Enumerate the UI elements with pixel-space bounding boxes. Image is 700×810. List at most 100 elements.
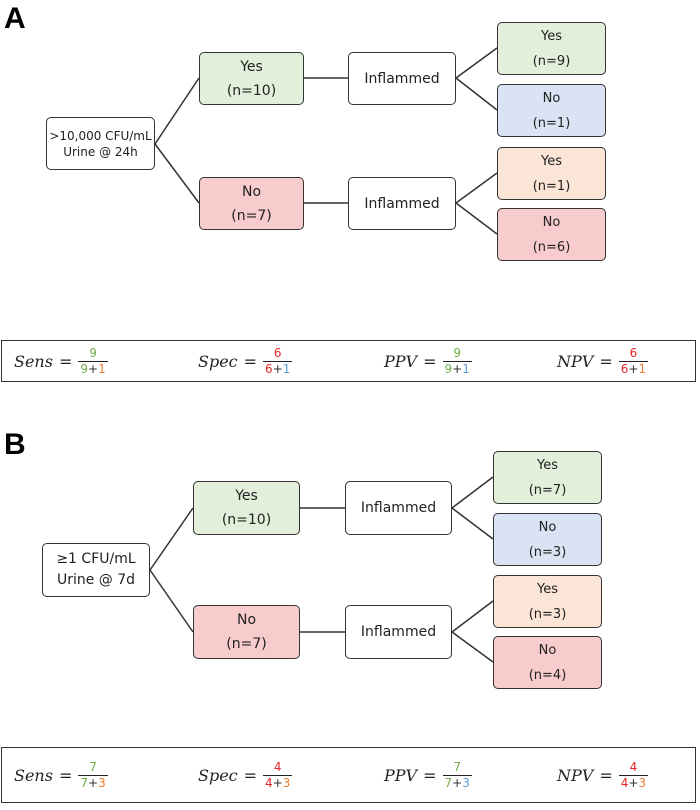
numerator: 4 bbox=[273, 759, 282, 774]
fraction: 7 7+3 bbox=[78, 759, 108, 791]
npv-formula: NPV = 4 4+3 bbox=[557, 748, 649, 802]
equals-sign: = bbox=[243, 765, 258, 785]
inflamed-node-bottom: Inflammed bbox=[348, 177, 456, 230]
root-node: >10,000 CFU/mL Urine @ 24h bbox=[46, 117, 155, 170]
formula-bar-a: Sens = 9 9+1 Spec = 6 6+1 PPV = 9 9+1 NP… bbox=[1, 340, 696, 382]
ppv-formula: PPV = 9 9+1 bbox=[384, 341, 472, 381]
leaf-count: (n=7) bbox=[528, 482, 567, 498]
root-line-2: Urine @ 24h bbox=[63, 144, 138, 159]
yes-node: Yes (n=10) bbox=[193, 481, 300, 535]
formula-label: PPV bbox=[384, 351, 418, 371]
fraction: 9 9+1 bbox=[78, 345, 108, 377]
formula-label: NPV bbox=[557, 765, 594, 785]
leaf-label: Yes bbox=[541, 153, 562, 169]
leaf-false-negative: No (n=1) bbox=[497, 84, 606, 137]
formula-label: Sens bbox=[14, 351, 53, 371]
numerator: 7 bbox=[453, 759, 461, 774]
leaf-count: (n=1) bbox=[532, 115, 571, 131]
inflamed-label: Inflammed bbox=[364, 70, 440, 87]
fraction: 9 9+1 bbox=[442, 345, 472, 377]
leaf-label: No bbox=[542, 214, 561, 230]
numerator: 9 bbox=[89, 345, 97, 360]
root-line-2: Urine @ 7d bbox=[56, 572, 136, 588]
equals-sign: = bbox=[423, 765, 437, 785]
leaf-count: (n=6) bbox=[532, 239, 571, 255]
yes-label: Yes bbox=[240, 58, 263, 75]
formula-label: Spec bbox=[198, 765, 238, 785]
no-node: No (n=7) bbox=[199, 177, 304, 230]
root-line-1: >10,000 CFU/mL bbox=[49, 128, 152, 143]
panel-letter-b: B bbox=[4, 428, 26, 461]
leaf-count: (n=3) bbox=[528, 544, 567, 560]
no-count: (n=7) bbox=[226, 636, 267, 652]
leaf-false-negative: No (n=3) bbox=[493, 513, 602, 566]
fraction: 7 7+3 bbox=[442, 759, 472, 791]
formula-bar-b: Sens = 7 7+3 Spec = 4 4+3 PPV = 7 7+3 NP… bbox=[1, 747, 696, 803]
numerator: 6 bbox=[629, 345, 638, 360]
ppv-formula: PPV = 7 7+3 bbox=[384, 748, 472, 802]
inflamed-label: Inflammed bbox=[364, 195, 440, 212]
denominator: 7+3 bbox=[442, 774, 472, 790]
leaf-label: No bbox=[542, 90, 561, 106]
leaf-label: No bbox=[538, 642, 557, 658]
denominator: 9+1 bbox=[442, 360, 472, 376]
leaf-label: Yes bbox=[541, 28, 562, 44]
inflamed-label: Inflammed bbox=[360, 500, 437, 516]
denominator: 6+1 bbox=[618, 360, 649, 376]
formula-label: Sens bbox=[14, 765, 53, 785]
no-label: No bbox=[241, 183, 262, 200]
inflamed-node-top: Inflammed bbox=[345, 481, 452, 535]
formula-label: Spec bbox=[198, 351, 238, 371]
root-node: ≥1 CFU/mL Urine @ 7d bbox=[42, 543, 150, 597]
formula-label: PPV bbox=[384, 765, 418, 785]
equals-sign: = bbox=[599, 351, 613, 371]
leaf-label: Yes bbox=[537, 457, 558, 473]
equals-sign: = bbox=[243, 351, 258, 371]
equals-sign: = bbox=[423, 351, 437, 371]
spec-formula: Spec = 6 6+1 bbox=[198, 341, 293, 381]
denominator: 4+3 bbox=[618, 774, 649, 790]
spec-formula: Spec = 4 4+3 bbox=[198, 748, 293, 802]
yes-node: Yes (n=10) bbox=[199, 52, 304, 105]
leaf-false-positive: Yes (n=1) bbox=[497, 147, 606, 200]
equals-sign: = bbox=[58, 765, 73, 785]
denominator: 6+1 bbox=[263, 360, 293, 376]
leaf-label: No bbox=[538, 519, 557, 535]
inflamed-node-bottom: Inflammed bbox=[345, 605, 452, 659]
denominator: 7+3 bbox=[78, 774, 108, 790]
fraction: 6 6+1 bbox=[618, 345, 649, 377]
numerator: 7 bbox=[89, 759, 97, 774]
inflamed-label: Inflammed bbox=[360, 624, 437, 640]
leaf-true-negative: No (n=6) bbox=[497, 208, 606, 261]
no-node: No (n=7) bbox=[193, 605, 300, 659]
numerator: 4 bbox=[629, 759, 638, 774]
no-count: (n=7) bbox=[231, 207, 272, 224]
leaf-count: (n=1) bbox=[532, 178, 571, 194]
inflamed-node-top: Inflammed bbox=[348, 52, 456, 105]
yes-count: (n=10) bbox=[226, 82, 277, 99]
leaf-true-positive: Yes (n=7) bbox=[493, 451, 602, 504]
formula-label: NPV bbox=[557, 351, 594, 371]
leaf-true-positive: Yes (n=9) bbox=[497, 22, 606, 75]
sens-formula: Sens = 7 7+3 bbox=[14, 748, 108, 802]
numerator: 6 bbox=[273, 345, 282, 360]
yes-count: (n=10) bbox=[221, 512, 272, 528]
leaf-count: (n=3) bbox=[528, 606, 567, 622]
leaf-label: Yes bbox=[537, 581, 558, 597]
denominator: 9+1 bbox=[78, 360, 108, 376]
leaf-true-negative: No (n=4) bbox=[493, 636, 602, 689]
no-label: No bbox=[236, 612, 257, 628]
npv-formula: NPV = 6 6+1 bbox=[557, 341, 649, 381]
fraction: 4 4+3 bbox=[618, 759, 649, 791]
fraction: 6 6+1 bbox=[263, 345, 293, 377]
fraction: 4 4+3 bbox=[263, 759, 293, 791]
equals-sign: = bbox=[599, 765, 613, 785]
sens-formula: Sens = 9 9+1 bbox=[14, 341, 108, 381]
leaf-false-positive: Yes (n=3) bbox=[493, 575, 602, 628]
numerator: 9 bbox=[453, 345, 461, 360]
yes-label: Yes bbox=[235, 488, 258, 504]
leaf-count: (n=9) bbox=[532, 53, 571, 69]
leaf-count: (n=4) bbox=[528, 667, 567, 683]
panel-letter-a: A bbox=[4, 2, 26, 35]
